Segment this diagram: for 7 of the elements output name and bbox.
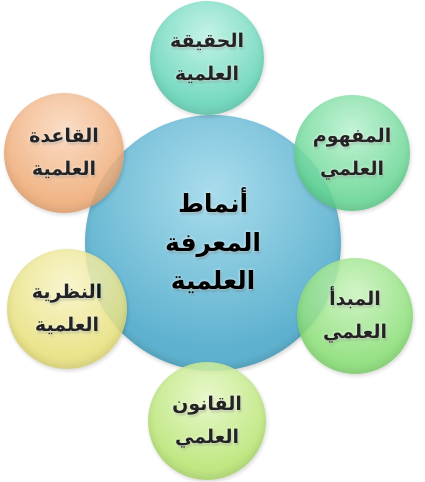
topic-label: القاعدة العلمية xyxy=(28,124,100,182)
topic-label: النظرية العلمية xyxy=(30,280,104,338)
topic-label: الحقيقة العلمية xyxy=(169,28,245,87)
topic-label: القانون العلمي xyxy=(171,392,243,450)
topic-label: المبدأ العلمي xyxy=(322,285,388,345)
center-title: أنماط المعرفة العلمية xyxy=(164,186,262,298)
topic-label: المفهوم العلمي xyxy=(312,124,392,182)
